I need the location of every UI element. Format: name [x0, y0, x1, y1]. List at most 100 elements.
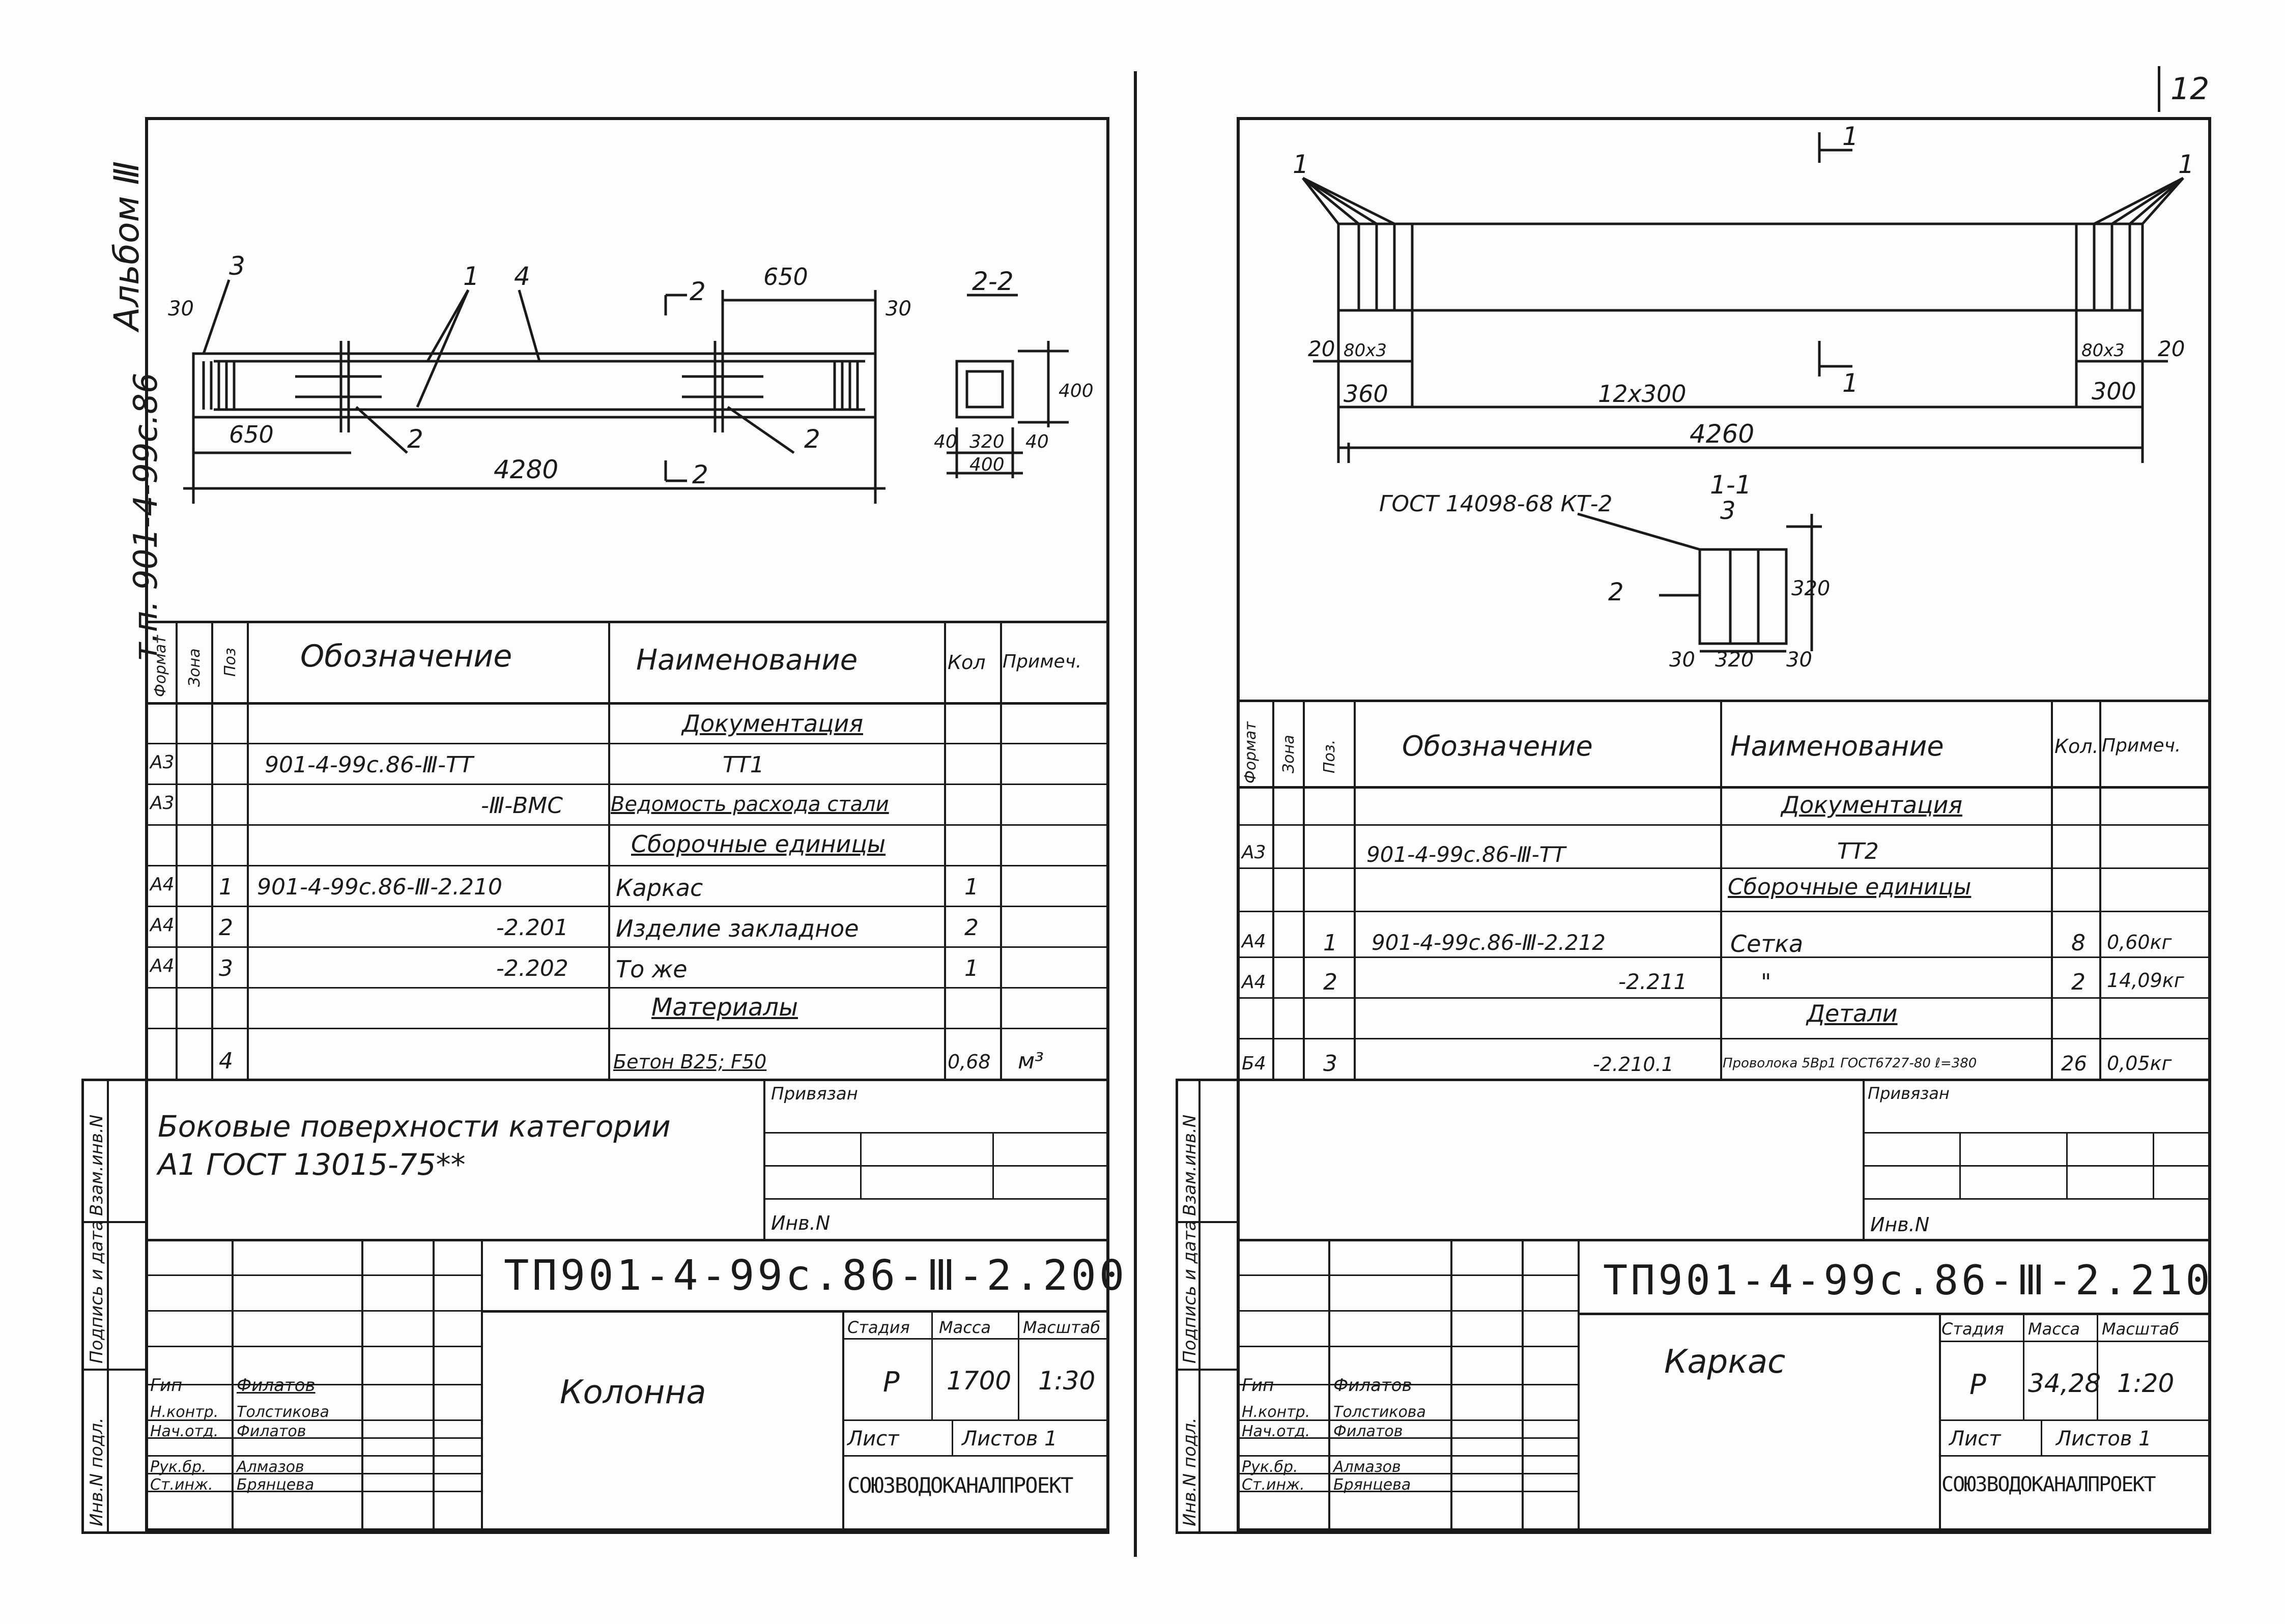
- right-row1-format: А3: [1242, 842, 1266, 863]
- left-stage-label: Стадия: [847, 1318, 910, 1337]
- right-row3-name: Сетка: [1730, 930, 1804, 958]
- left-row-heading-doc: Документация: [682, 710, 864, 737]
- left-dim-30-right: 30: [886, 297, 911, 321]
- left-row5-pos: 2: [219, 915, 233, 941]
- right-name-2: Толстикова: [1333, 1403, 1426, 1421]
- left-hdr-designation: Обозначение: [300, 639, 512, 674]
- right-row3-note: 0,60кг: [2107, 931, 2172, 953]
- left-row1-designation: 901-4-99с.86-Ⅲ-ТТ: [265, 752, 473, 778]
- left-mass-label: Масса: [939, 1318, 991, 1337]
- right-row3-qty: 8: [2071, 930, 2086, 956]
- left-row5-name: Изделие закладное: [616, 915, 859, 942]
- right-hdr-name: Наименование: [1730, 730, 1944, 762]
- right-hdr-pos: Поз.: [1321, 739, 1338, 773]
- right-row6-note: 0,05кг: [2107, 1052, 2172, 1075]
- left-name-4: Алмазов: [237, 1458, 304, 1476]
- left-role-5: Ст.инж.: [150, 1476, 213, 1494]
- left-callout-2-mid: 2: [407, 424, 423, 454]
- left-row4-name: Каркас: [616, 874, 703, 902]
- right-sec-dim-30-left: 30: [1669, 648, 1695, 672]
- left-row8-qty: 0,68: [948, 1051, 991, 1073]
- left-row4-format: А4: [150, 874, 175, 895]
- left-callout-2-bottom: 2: [692, 460, 708, 489]
- left-row4-qty: 1: [964, 874, 979, 900]
- left-sheet-label: Лист: [847, 1427, 899, 1451]
- right-sheets-label: Листов 1: [2056, 1427, 2152, 1451]
- left-row6-format: А4: [150, 955, 175, 976]
- left-row5-qty: 2: [964, 915, 979, 941]
- left-row1-format: А3: [150, 752, 175, 773]
- right-callout-1-right: 1: [2178, 150, 2194, 179]
- right-inv-n: Инв.N: [1870, 1213, 1930, 1236]
- right-stage-label: Стадия: [1941, 1319, 2004, 1339]
- right-callout-1-top: 1: [1842, 122, 1859, 151]
- right-doc-code: ТП901-4-99с.86-Ⅲ-2.210: [1603, 1257, 2213, 1304]
- right-row4-qty: 2: [2071, 969, 2086, 995]
- left-section-dim-320: 320: [969, 431, 1005, 452]
- right-dim-300: 300: [2092, 378, 2136, 405]
- right-stage: Р: [1969, 1369, 1986, 1401]
- right-mass-label: Масса: [2028, 1319, 2080, 1339]
- right-name-4: Алмазов: [1333, 1458, 1401, 1476]
- right-name-5: Брянцева: [1333, 1476, 1411, 1494]
- left-row1-name: ТТ1: [723, 752, 764, 778]
- left-hdr-pos: Поз: [221, 648, 239, 677]
- right-sec-callout-2: 2: [1608, 578, 1624, 606]
- right-hdr-zone: Зона: [1280, 735, 1298, 773]
- left-org: СОЮЗВОДОКАНАЛПРОЕКТ: [847, 1473, 1073, 1498]
- right-margin-podpis: Подпись и дата: [1180, 1220, 1200, 1364]
- left-section-dim-40a: 40: [934, 431, 957, 452]
- left-dim-4280: 4280: [494, 455, 558, 484]
- left-row4-designation: 901-4-99с.86-Ⅲ-2.210: [257, 874, 502, 900]
- right-dim-80x3-left: 80x3: [1344, 340, 1387, 361]
- left-row6-qty: 1: [964, 955, 979, 981]
- left-note-line1: Боковые поверхности категории: [158, 1109, 671, 1144]
- left-row6-pos: 3: [219, 955, 233, 981]
- right-row4-pos: 2: [1323, 969, 1337, 995]
- left-row2-designation: -Ⅲ-ВМС: [481, 793, 563, 819]
- right-row4-designation: -2.211: [1618, 969, 1688, 994]
- left-margin-podpis: Подпись и дата: [87, 1220, 107, 1364]
- left-privyazan: Привязан: [771, 1084, 858, 1104]
- right-gost-label: ГОСТ 14098-68 КТ-2: [1379, 491, 1613, 517]
- right-row6-name: Проволока 5Вр1 ГОСТ6727-80 ℓ=380: [1723, 1056, 1977, 1071]
- left-hdr-qty: Кол: [948, 651, 986, 674]
- left-name-2: Толстикова: [237, 1403, 329, 1421]
- right-sec-dim-320-vert: 320: [1791, 577, 1830, 600]
- right-dim-20-left: 20: [1308, 336, 1335, 361]
- left-section-dim-40b: 40: [1025, 431, 1049, 452]
- right-privyazan: Привязан: [1868, 1084, 1950, 1103]
- left-callout-3: 3: [229, 251, 245, 281]
- right-dim-4260: 4260: [1690, 419, 1754, 449]
- left-row6-designation: -2.202: [496, 955, 568, 981]
- right-row1-designation: 901-4-99с.86-Ⅲ-ТТ: [1366, 842, 1566, 867]
- right-mass: 34,28: [2028, 1369, 2101, 1398]
- page-number: 12: [2170, 71, 2210, 107]
- left-row-heading-mat: Материалы: [651, 993, 798, 1022]
- right-hdr-note: Примеч.: [2102, 735, 2181, 756]
- right-scale-label: Масштаб: [2102, 1319, 2180, 1339]
- right-row3-designation: 901-4-99с.86-Ⅲ-2.212: [1372, 930, 1606, 955]
- right-row4-format: А4: [1242, 972, 1266, 993]
- left-section-dim-400-vert: 400: [1059, 381, 1094, 401]
- left-callout-4: 4: [514, 262, 530, 291]
- page-number-rule: [2158, 66, 2160, 112]
- left-margin-vzam: Взам.инв.N: [87, 1114, 107, 1216]
- left-title: Колонна: [560, 1374, 706, 1411]
- left-section-dim-400: 400: [969, 454, 1005, 475]
- right-name-3: Филатов: [1333, 1423, 1403, 1440]
- left-callout-1: 1: [463, 262, 479, 291]
- left-row2-name: Ведомость расхода стали: [611, 793, 889, 816]
- right-row1-name: ТТ2: [1837, 838, 1879, 864]
- right-row-heading-details: Детали: [1807, 1000, 1898, 1027]
- left-dim-650-bottom: 650: [229, 421, 274, 448]
- left-row5-format: А4: [150, 915, 175, 936]
- left-dim-30-left: 30: [168, 297, 194, 321]
- album-label: Альбом Ⅲ: [107, 161, 147, 331]
- right-margin-vzam: Взам.инв.N: [1180, 1114, 1200, 1216]
- left-role-2: Н.контр.: [150, 1403, 219, 1421]
- right-row6-qty: 26: [2061, 1052, 2087, 1076]
- right-callout-1-bottom: 1: [1842, 368, 1859, 398]
- left-callout-2-right: 2: [804, 424, 820, 454]
- left-scale-label: Масштаб: [1023, 1318, 1101, 1337]
